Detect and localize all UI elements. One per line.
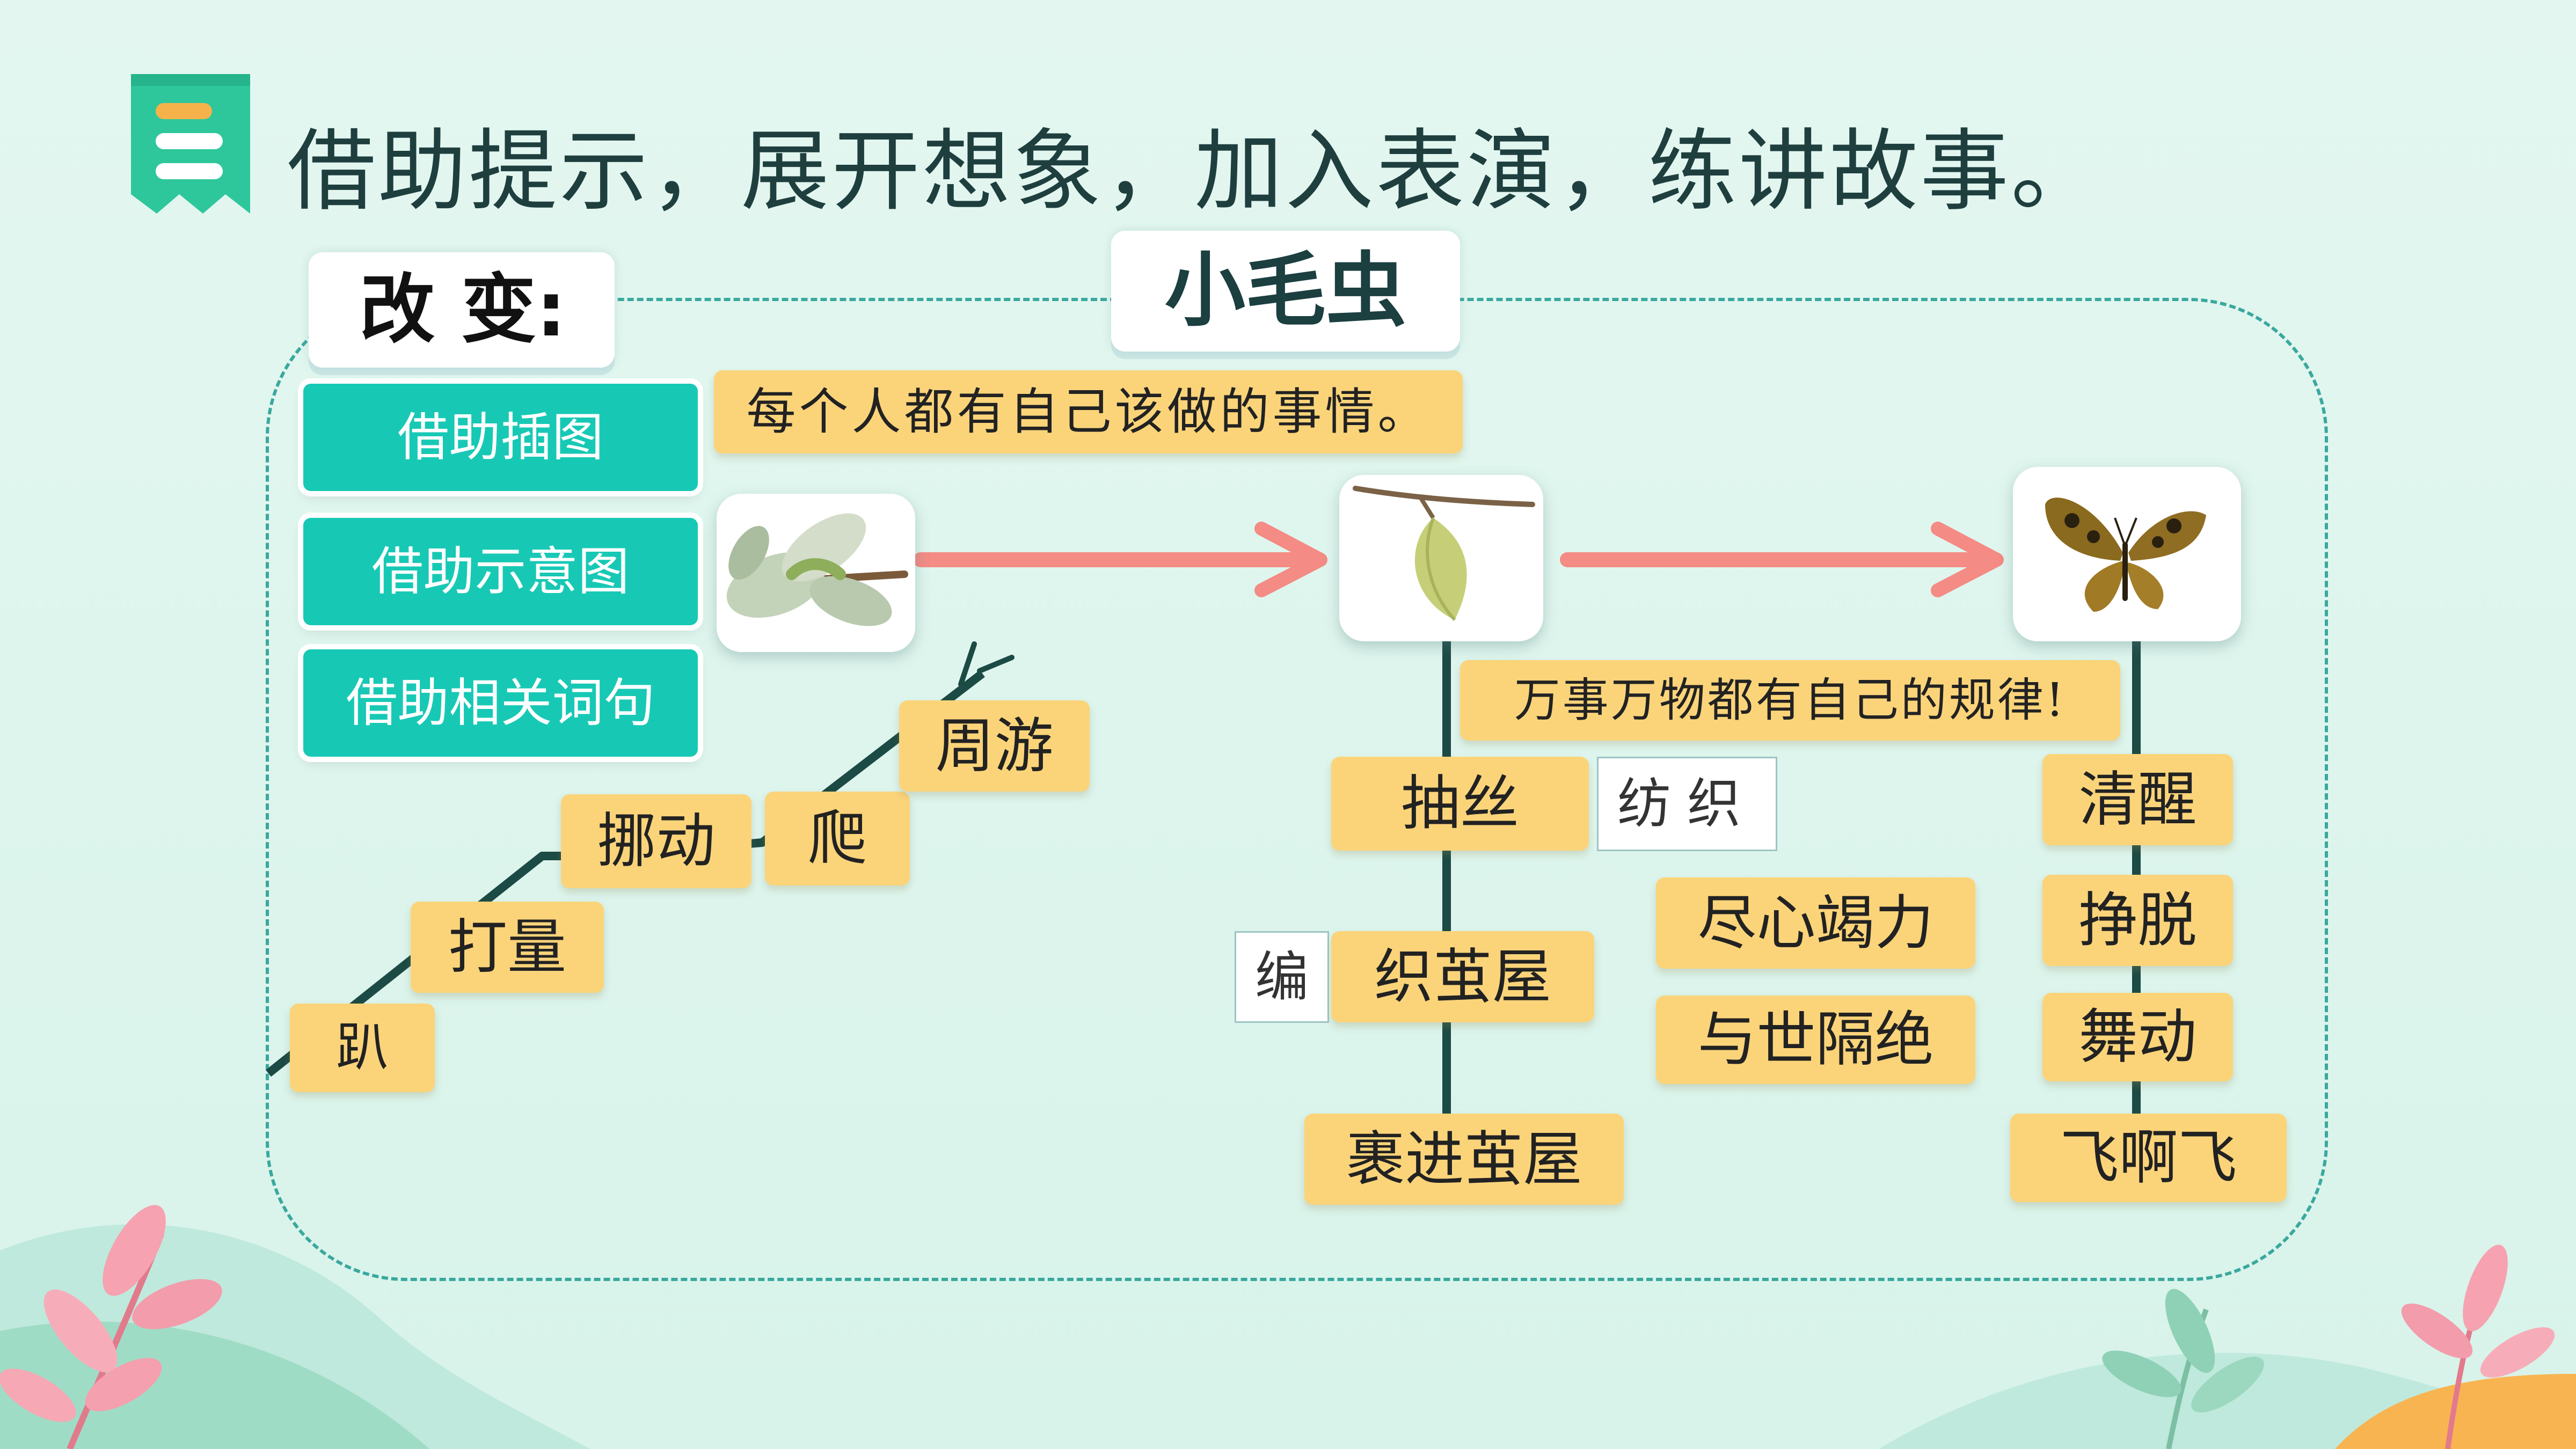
- leaf-icon: [726, 513, 908, 626]
- cocoon-icon: [1353, 486, 1535, 621]
- word-chousi: 抽丝: [1331, 757, 1589, 851]
- word-fangzhi: 纺织: [1597, 757, 1777, 851]
- word-qingxing: 清醒: [2042, 754, 2233, 845]
- word-zhengtuo: 挣脱: [2042, 875, 2233, 966]
- caption-everyone: 每个人都有自己该做的事情。: [714, 370, 1463, 453]
- word-zhijianwu: 织茧屋: [1331, 931, 1594, 1022]
- word-bian: 编: [1235, 931, 1329, 1023]
- word-jinxinjieli: 尽心竭力: [1656, 877, 1975, 969]
- word-pa: 趴: [290, 1004, 435, 1092]
- word-nuodong: 挪动: [561, 794, 751, 888]
- diagram-button[interactable]: 借助示意图: [303, 518, 698, 625]
- change-heading-text: 改 变:: [360, 266, 566, 354]
- word-guojinjianwu: 裹进茧屋: [1304, 1114, 1624, 1205]
- word-feiafei: 飞啊飞: [2010, 1114, 2287, 1202]
- word-yushigejue: 与世隔绝: [1656, 996, 1975, 1084]
- caption-law: 万事万物都有自己的规律!: [1460, 660, 2120, 741]
- note-icon: [123, 70, 258, 220]
- story-title: 小毛虫: [1111, 231, 1460, 352]
- change-heading: 改 变:: [309, 252, 615, 368]
- leaf-caterpillar-image: [717, 494, 915, 652]
- story-title-text: 小毛虫: [1164, 244, 1406, 338]
- cocoon-image: [1339, 475, 1543, 641]
- arrow-2: [1560, 522, 2004, 597]
- pink-leaves-left: [0, 1205, 222, 1449]
- related-words-button[interactable]: 借助相关词句: [303, 649, 698, 757]
- leaves-right: [2102, 1245, 2555, 1449]
- butterfly-image: [2013, 467, 2241, 641]
- word-wudong: 舞动: [2042, 993, 2233, 1081]
- page-title: 借助提示，展开想象，加入表演，练讲故事。: [287, 120, 2101, 223]
- word-pa-crawl: 爬: [765, 792, 910, 885]
- arrow-1: [913, 522, 1327, 597]
- note-icon-graphic: [131, 74, 250, 214]
- word-zhouyou: 周游: [899, 700, 1090, 792]
- butterfly-icon: [2045, 497, 2206, 612]
- word-daliang: 打量: [411, 902, 604, 993]
- illustration-button[interactable]: 借助插图: [303, 384, 698, 491]
